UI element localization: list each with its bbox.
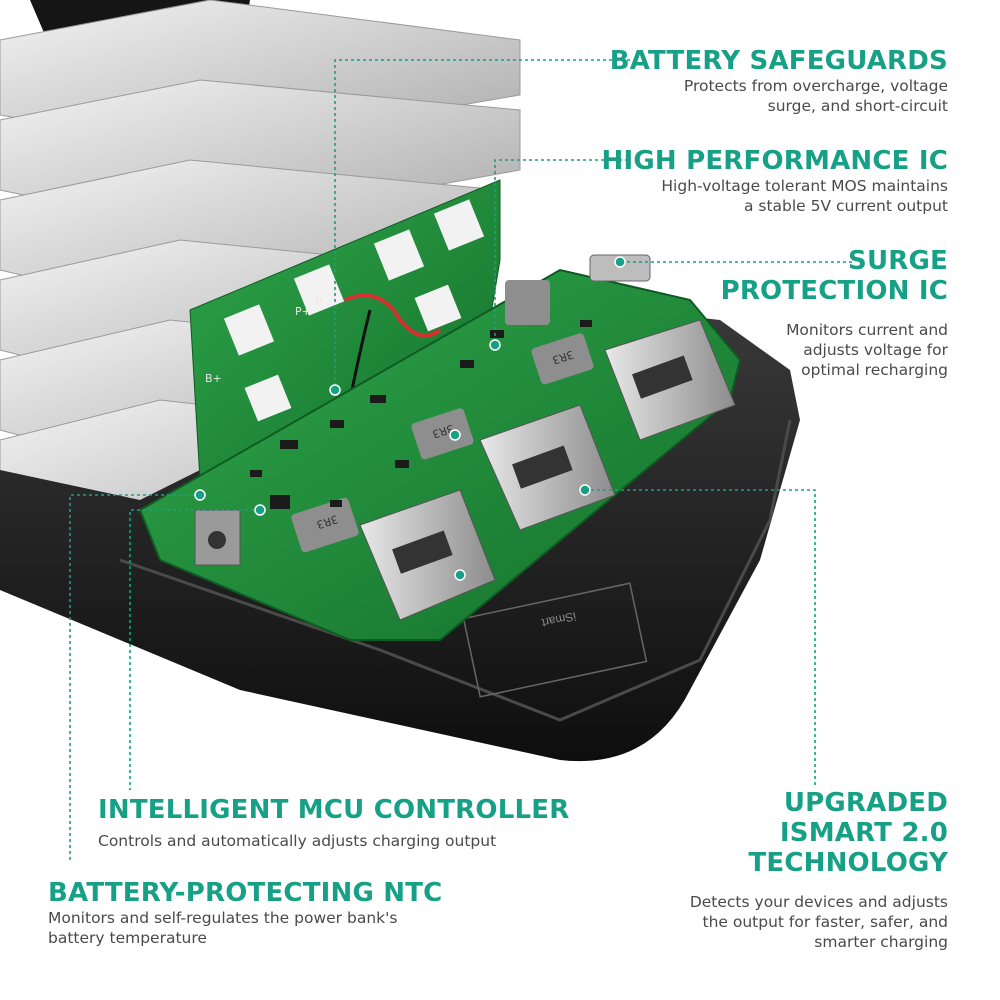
feature-desc: High-voltage tolerant MOS maintains a st… (661, 177, 948, 215)
feature-intelligent-mcu: INTELLIGENT MCU CONTROLLER Controls and … (98, 795, 569, 851)
red-wire (344, 293, 442, 338)
feature-high-performance-ic: HIGH PERFORMANCE IC High-voltage toleran… (601, 146, 948, 216)
feature-battery-safeguards: BATTERY SAFEGUARDS Protects from overcha… (610, 46, 948, 116)
board-label-b-plus: B+ (205, 372, 222, 385)
feature-ismart: UPGRADED ISMART 2.0 TECHNOLOGY Detects y… (690, 788, 948, 952)
feature-title: BATTERY SAFEGUARDS (609, 46, 948, 76)
smd-parts (250, 320, 592, 509)
callout-dots (194, 256, 626, 581)
board-label-p: P (315, 295, 322, 308)
feature-desc: Monitors current and adjusts voltage for… (786, 321, 948, 379)
feature-title: BATTERY-PROTECTING NTC (48, 878, 443, 908)
feature-title: UPGRADED ISMART 2.0 TECHNOLOGY (748, 788, 948, 878)
feature-battery-ntc: BATTERY-PROTECTING NTC Monitors and self… (48, 878, 442, 948)
feature-desc: Monitors and self-regulates the power ba… (48, 909, 398, 947)
feature-desc: Detects your devices and adjusts the out… (689, 893, 948, 951)
chip-label-2: 3R3 (431, 422, 456, 441)
board-pads (223, 199, 485, 422)
feature-desc: Controls and automatically adjusts charg… (98, 832, 497, 850)
feature-surge-protection-ic: SURGE PROTECTION IC Monitors current and… (721, 246, 948, 380)
feature-desc: Protects from overcharge, voltage surge,… (683, 77, 948, 115)
feature-title: SURGE PROTECTION IC (720, 246, 948, 306)
feature-title: INTELLIGENT MCU CONTROLLER (98, 795, 570, 825)
callout-lines (69, 59, 852, 860)
board-label-p-plus: P+ (295, 305, 311, 318)
chip-label-1: 3R3 (315, 512, 340, 531)
inductor-chips: 3R3 3R3 3R3 (291, 280, 594, 553)
usb-ports (359, 319, 736, 621)
feature-title: HIGH PERFORMANCE IC (601, 146, 948, 176)
chip-label-3: 3R3 (551, 348, 576, 367)
case-label-plate (462, 582, 648, 698)
